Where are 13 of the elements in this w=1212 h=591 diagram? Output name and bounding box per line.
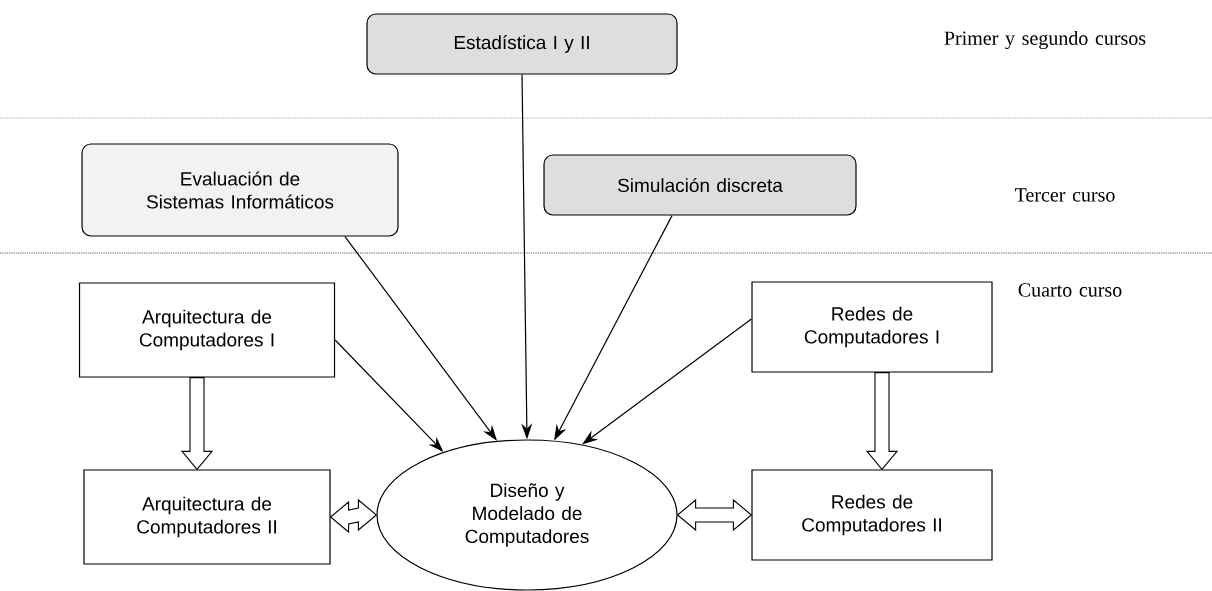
course-label: Tercer curso (1015, 188, 1115, 202)
hollow-arrow (180, 377, 214, 471)
course-label: Cuarto curso (1018, 283, 1122, 297)
course-box: Arquitectura de Computadores II (83, 469, 331, 565)
arrow (582, 318, 752, 445)
hollow-arrow (865, 372, 899, 471)
course-label: Primer y segundo cursos (944, 30, 1146, 50)
course-box: Redes de Computadores I (751, 281, 993, 373)
course-box: Arquitectura de Computadores I (78, 282, 336, 378)
course-box: Estadística I y II (366, 13, 678, 75)
course-box: Redes de Computadores II (751, 469, 993, 561)
course-box: Evaluación de Sistemas Informáticos (81, 143, 399, 237)
course-box: Simulación discreta (543, 154, 857, 216)
